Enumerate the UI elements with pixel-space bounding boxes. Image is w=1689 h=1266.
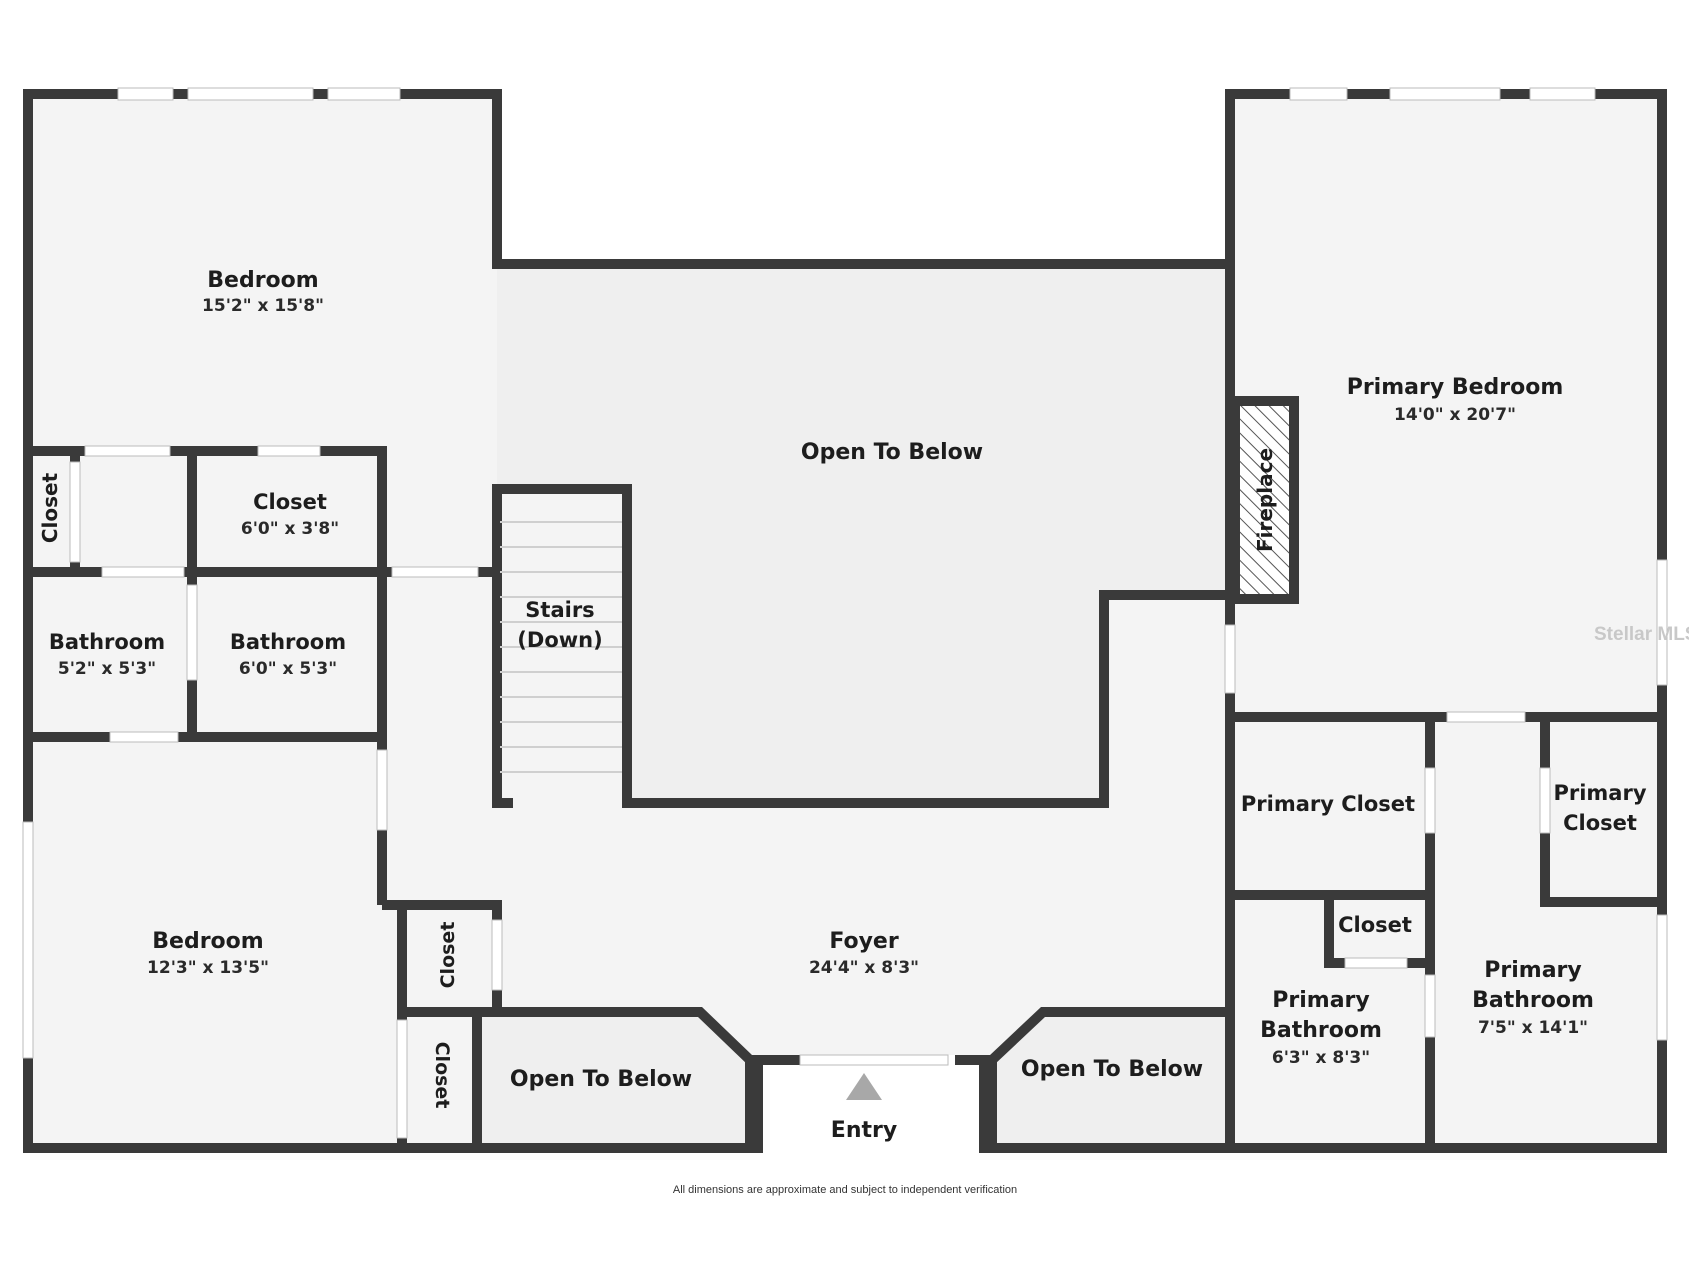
window-primary-bath-2 [1656,914,1668,1041]
door-hall-left [391,566,479,578]
closet-upper-dims: 6'0" x 3'8" [241,519,339,539]
footer-note: All dimensions are approximate and subje… [673,1184,1017,1196]
stairs-treads [500,521,622,773]
bathroom-left-name: Bathroom [49,630,165,654]
open-to-below-left-name: Open To Below [510,1067,692,1092]
door-bedroom-bottom [376,749,388,831]
open-to-below-main-area [497,264,1229,803]
door-primary-bath-1 [1424,974,1436,1038]
door-closet-upper-right [257,445,321,457]
bedroom-top-name: Bedroom [207,268,318,293]
bedroom-bottom-dims: 12'3" x 13'5" [147,958,269,978]
primary-bathroom-2-dims: 7'5" x 14'1" [1478,1018,1588,1038]
entry-arrow-icon [846,1073,882,1100]
stairs-name-line2: (Down) [517,628,602,652]
window-top-right-right [1529,87,1596,101]
bathroom-mid-dims: 6'0" x 5'3" [239,659,337,679]
closet-vertical-name: Closet [38,472,62,543]
door-bath-bottom [109,731,179,743]
primary-closet-2-line2: Closet [1563,811,1637,835]
entry-name: Entry [831,1118,897,1143]
door-entry [799,1054,949,1066]
primary-closet-1-name: Primary Closet [1241,792,1415,816]
bedroom-bottom-name: Bedroom [152,929,263,954]
fireplace-name: Fireplace [1253,448,1277,552]
window-top-right [1289,87,1348,101]
foyer-name: Foyer [829,929,899,954]
floor-fills [28,94,1662,1157]
primary-bathroom-2-line2: Bathroom [1472,988,1594,1013]
room-labels: Bedroom 15'2" x 15'8" Closet Closet 6'0"… [38,268,1647,1143]
door-closet-upper-top [84,445,171,457]
open-to-below-right-name: Open To Below [1021,1057,1203,1082]
closet-primary-small-name: Closet [1338,913,1412,937]
door-bath-divider [186,584,198,681]
open-to-below-main-name: Open To Below [801,440,983,465]
closet-small-2-name: Closet [431,1042,453,1109]
door-bath-left-top [101,566,185,578]
stairs-name-line1: Stairs [525,598,594,622]
watermark: Stellar MLS [1594,624,1689,645]
closet-upper-name: Closet [253,490,327,514]
door-closet-small-2 [396,1019,408,1139]
door-primary-bath [1446,711,1526,723]
closet-small-1-name: Closet [437,922,459,989]
openings [22,87,1668,1139]
primary-closet-2-line1: Primary [1553,781,1646,805]
window-top-left [117,87,174,101]
primary-bedroom-dims: 14'0" x 20'7" [1394,405,1516,425]
window-top-right-mid [1389,87,1501,101]
bedroom-top-dims: 15'2" x 15'8" [202,296,324,316]
door-closet-vertical [69,461,81,563]
door-primary-closet-2 [1539,767,1551,834]
door-closet-small [491,919,503,991]
door-primary-closet-1 [1424,767,1436,834]
bathroom-mid-name: Bathroom [230,630,346,654]
window-top-left-mid [187,87,314,101]
window-bedroom-bottom-left [22,821,34,1059]
primary-bathroom-1-dims: 6'3" x 8'3" [1272,1048,1370,1068]
bathroom-left-dims: 5'2" x 5'3" [58,659,156,679]
primary-bathroom-2-line1: Primary [1484,958,1581,983]
primary-bathroom-1-line1: Primary [1272,988,1369,1013]
primary-bathroom-1-line2: Bathroom [1260,1018,1382,1043]
door-primary-closet-small [1344,957,1408,969]
door-primary-hall [1224,624,1236,694]
window-primary-right [1656,559,1668,686]
primary-bedroom-name: Primary Bedroom [1347,375,1564,400]
window-top-left-right [327,87,401,101]
foyer-dims: 24'4" x 8'3" [809,958,919,978]
